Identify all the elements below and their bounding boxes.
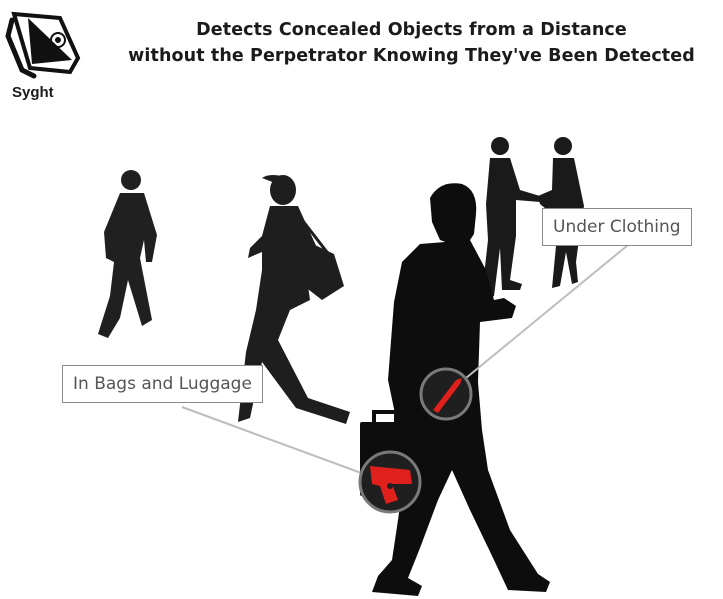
device-logo-icon — [5, 11, 81, 79]
handgun-detection-marker — [358, 450, 422, 514]
woman-texting-silhouette — [238, 175, 350, 424]
headline-line-2: without the Perpetrator Knowing They've … — [128, 46, 695, 66]
handgun-icon — [370, 466, 412, 504]
walking-man-silhouette — [98, 170, 157, 338]
callout-under-clothing: Under Clothing — [542, 208, 692, 246]
callout-bags-and-luggage: In Bags and Luggage — [62, 365, 263, 403]
knife-icon — [433, 378, 462, 413]
logo-name: Syght — [12, 84, 54, 101]
knife-detection-marker — [419, 367, 473, 421]
headline-line-1: Detects Concealed Objects from a Distanc… — [196, 20, 627, 40]
callout-connector-lines — [181, 244, 629, 475]
